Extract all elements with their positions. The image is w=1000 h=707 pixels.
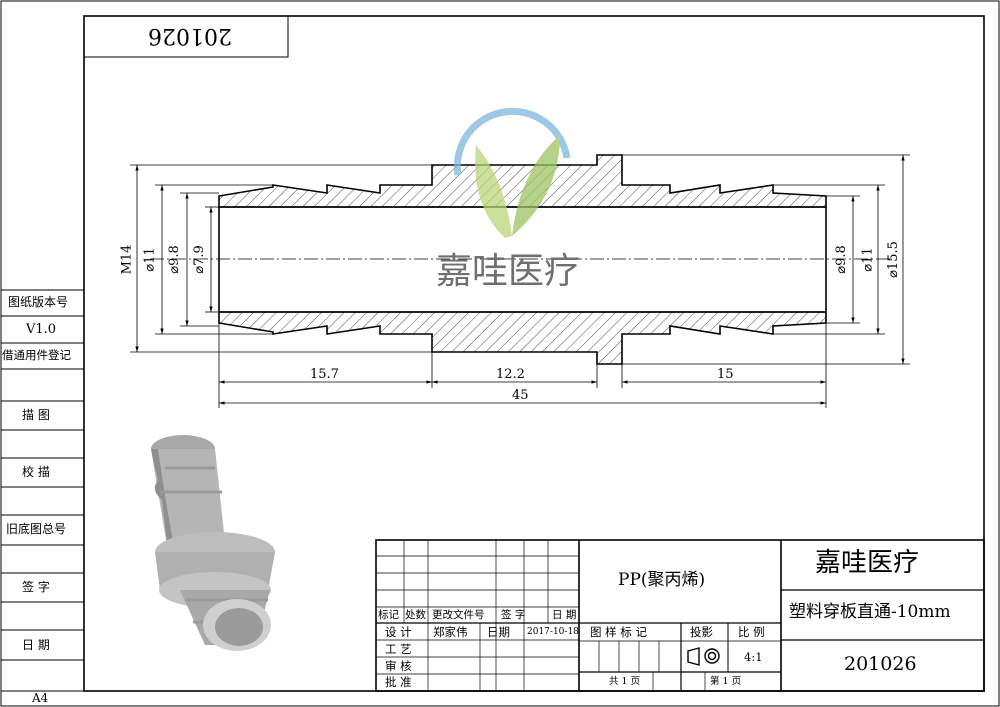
dim-d79-left: ⌀7.9 bbox=[191, 245, 207, 274]
part-number: 201026 bbox=[844, 653, 917, 675]
title-block-grid bbox=[375, 539, 985, 692]
scale-value: 4:1 bbox=[744, 650, 763, 664]
side-trace-label: 校 描 bbox=[22, 465, 50, 479]
rev-header-mark: 标记 bbox=[378, 609, 399, 621]
dim-d11-left: ⌀11 bbox=[142, 247, 158, 272]
design-label: 设 计 bbox=[385, 625, 412, 639]
paper-size: A4 bbox=[32, 691, 49, 705]
design-date-label: 日期 bbox=[487, 625, 510, 639]
section-view bbox=[150, 154, 890, 365]
dim-d98-left: ⌀9.8 bbox=[166, 245, 182, 274]
side-borrow-label: 借通用件登记 bbox=[2, 348, 71, 362]
projection-label: 投影 bbox=[690, 625, 713, 639]
sheet-number: 第 1 页 bbox=[710, 676, 742, 687]
rev-header-count: 处数 bbox=[405, 609, 426, 621]
side-sign-label: 签 字 bbox=[22, 580, 50, 594]
design-date: 2017-10-18 bbox=[527, 627, 579, 637]
material-label: PP(聚丙烯) bbox=[618, 570, 706, 590]
side-date-label: 日 期 bbox=[22, 638, 50, 652]
section-upper-wall bbox=[218, 154, 827, 208]
dim-d98-right: ⌀9.8 bbox=[833, 245, 849, 274]
total-sheets: 共 1 页 bbox=[609, 676, 641, 687]
designer-name: 郑家伟 bbox=[433, 625, 468, 639]
dim-len-15: 15 bbox=[717, 367, 734, 382]
logo-text: 嘉哇医疗 bbox=[436, 251, 581, 292]
projection-symbol-icon bbox=[687, 647, 720, 666]
dim-m14: M14 bbox=[119, 244, 135, 275]
rev-header-sign: 签 字 bbox=[501, 609, 526, 621]
drawing-mark-label: 图 样 标 记 bbox=[590, 625, 647, 639]
logo-mark bbox=[453, 107, 571, 238]
section-lower-wall bbox=[218, 311, 827, 365]
number-box-top bbox=[83, 15, 289, 58]
drawing-number-top: 201026 bbox=[148, 23, 232, 48]
company-name: 嘉哇医疗 bbox=[815, 548, 920, 578]
dimension-lines bbox=[130, 154, 910, 408]
review-label: 审 核 bbox=[385, 659, 412, 673]
dim-len-45: 45 bbox=[512, 388, 529, 403]
part-3d-view bbox=[151, 435, 275, 651]
dim-len-157: 15.7 bbox=[310, 367, 339, 382]
approve-label: 批 准 bbox=[385, 675, 412, 689]
rev-header-date: 日 期 bbox=[552, 609, 577, 621]
side-old-base-label: 旧底图总号 bbox=[6, 522, 67, 536]
dim-d155-right: ⌀15.5 bbox=[885, 241, 901, 278]
side-version-value: V1.0 bbox=[26, 322, 57, 337]
scale-label: 比 例 bbox=[738, 625, 765, 639]
dim-d11-right: ⌀11 bbox=[860, 247, 876, 272]
side-strip-grid bbox=[0, 289, 85, 707]
side-version-label: 图纸版本号 bbox=[8, 295, 69, 309]
part-name: 塑料穿板直通-10mm bbox=[789, 602, 951, 622]
process-label: 工 艺 bbox=[385, 642, 412, 656]
dim-len-122: 12.2 bbox=[496, 367, 525, 382]
rev-header-doc: 更改文件号 bbox=[432, 609, 485, 621]
side-draw-label: 描 图 bbox=[22, 408, 50, 422]
